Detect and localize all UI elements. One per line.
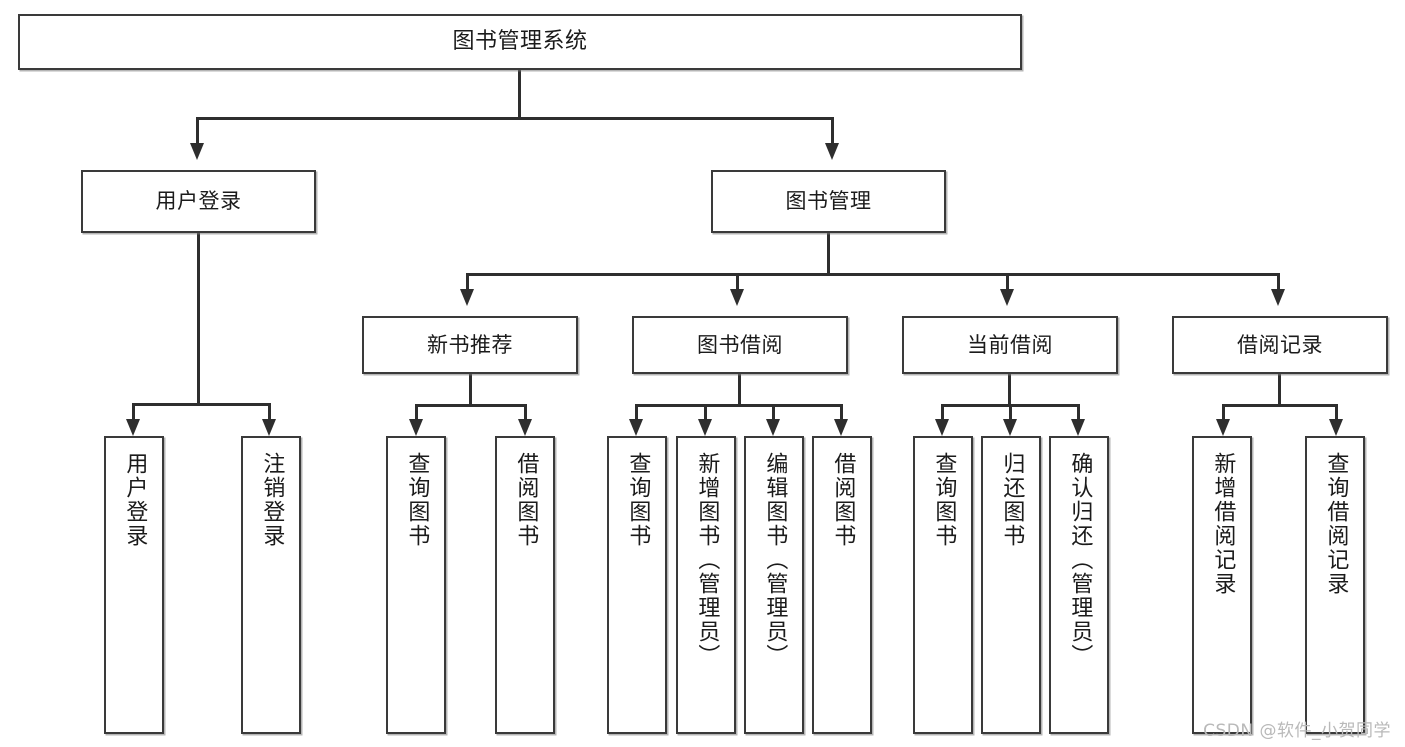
arrow-currentborrow-to-leaf2 xyxy=(1003,419,1017,436)
leaf-borrowrecord-add-record[interactable]: 新增借阅记录 xyxy=(1192,436,1252,734)
node-label: 借阅记录 xyxy=(1237,332,1323,357)
node-label: 用户登录 xyxy=(122,452,148,548)
csdn-watermark: CSDN @软件_小贺同学 xyxy=(1203,721,1391,741)
edge-root-stem xyxy=(518,70,521,118)
edge-currentborrow-stem xyxy=(1008,374,1011,406)
node-label: 图书借阅 xyxy=(697,332,783,357)
edge-bookborrow-to-leaf4 xyxy=(840,404,843,421)
edge-userlogin-to-leaf1 xyxy=(132,403,135,421)
arrow-root-to-userlogin xyxy=(190,143,204,160)
node-label: 图书管理系统 xyxy=(452,29,588,55)
arrow-bookborrow-to-leaf3 xyxy=(766,419,780,436)
arrow-recommend-to-leaf1 xyxy=(409,419,423,436)
leaf-user-login-logout[interactable]: 注销登录 xyxy=(241,436,301,734)
node-label: 图书管理 xyxy=(785,189,872,214)
leaf-bookborrow-edit-book-admin[interactable]: 编辑图书（管理员） xyxy=(744,436,804,734)
node-label: 新增借阅记录 xyxy=(1210,452,1236,596)
node-label: 编辑图书（管理员） xyxy=(762,452,788,668)
arrow-bookmgmt-to-l3-3 xyxy=(1000,289,1014,306)
edge-root-to-userlogin xyxy=(196,117,199,145)
node-label: 注销登录 xyxy=(259,452,285,548)
arrow-bookmgmt-to-l3-1 xyxy=(460,289,474,306)
node-label: 确认归还（管理员） xyxy=(1067,452,1093,668)
node-label: 当前借阅 xyxy=(967,332,1053,357)
edge-bookborrow-to-leaf2 xyxy=(704,404,707,421)
edge-borrowrecord-to-leaf2 xyxy=(1335,404,1338,421)
edge-root-to-bookmgmt xyxy=(831,117,834,145)
arrow-recommend-to-leaf2 xyxy=(518,419,532,436)
edge-bookmgmt-bar xyxy=(466,273,1280,276)
node-label: 查询图书 xyxy=(931,452,957,548)
arrow-root-to-bookmgmt xyxy=(825,143,839,160)
node-label: 借阅图书 xyxy=(513,452,539,548)
edge-borrowrecord-bar xyxy=(1222,404,1338,407)
edge-root-bar xyxy=(196,117,834,120)
leaf-bookborrow-add-book-admin[interactable]: 新增图书（管理员） xyxy=(676,436,736,734)
arrow-bookmgmt-to-l3-4 xyxy=(1271,289,1285,306)
node-label: 新书推荐 xyxy=(427,332,513,357)
leaf-user-login-login[interactable]: 用户登录 xyxy=(104,436,164,734)
edge-currentborrow-to-leaf2 xyxy=(1009,404,1012,421)
node-borrow-record[interactable]: 借阅记录 xyxy=(1172,316,1388,374)
edge-bookmgmt-to-l3-1 xyxy=(466,273,469,291)
node-new-book-recommend[interactable]: 新书推荐 xyxy=(362,316,578,374)
leaf-bookborrow-query-book[interactable]: 查询图书 xyxy=(607,436,667,734)
node-root-system[interactable]: 图书管理系统 xyxy=(18,14,1022,70)
edge-bookmgmt-to-l3-2 xyxy=(736,273,739,291)
arrow-borrowrecord-to-leaf2 xyxy=(1329,419,1343,436)
node-book-management[interactable]: 图书管理 xyxy=(711,170,946,233)
edge-borrowrecord-stem xyxy=(1278,374,1281,406)
arrow-currentborrow-to-leaf1 xyxy=(935,419,949,436)
edge-bookmgmt-to-l3-4 xyxy=(1277,273,1280,291)
node-book-borrow[interactable]: 图书借阅 xyxy=(632,316,848,374)
leaf-currentborrow-query-book[interactable]: 查询图书 xyxy=(913,436,973,734)
arrow-bookborrow-to-leaf4 xyxy=(834,419,848,436)
edge-recommend-stem xyxy=(469,374,472,406)
leaf-bookborrow-borrow-book[interactable]: 借阅图书 xyxy=(812,436,872,734)
edge-recommend-bar xyxy=(415,404,527,407)
leaf-borrowrecord-query-record[interactable]: 查询借阅记录 xyxy=(1305,436,1365,734)
arrow-bookborrow-to-leaf1 xyxy=(629,419,643,436)
edge-recommend-to-leaf2 xyxy=(524,404,527,421)
leaf-recommend-borrow-book[interactable]: 借阅图书 xyxy=(495,436,555,734)
edge-userlogin-to-leaf2 xyxy=(268,403,271,421)
arrow-currentborrow-to-leaf3 xyxy=(1071,419,1085,436)
leaf-currentborrow-confirm-return-admin[interactable]: 确认归还（管理员） xyxy=(1049,436,1109,734)
edge-userlogin-stem xyxy=(197,233,200,405)
node-current-borrow[interactable]: 当前借阅 xyxy=(902,316,1118,374)
edge-borrowrecord-to-leaf1 xyxy=(1222,404,1225,421)
node-label: 查询图书 xyxy=(404,452,430,548)
edge-userlogin-bar xyxy=(132,403,270,406)
leaf-currentborrow-return-book[interactable]: 归还图书 xyxy=(981,436,1041,734)
edge-currentborrow-to-leaf1 xyxy=(941,404,944,421)
node-label: 归还图书 xyxy=(999,452,1025,548)
node-label: 查询借阅记录 xyxy=(1323,452,1349,596)
edge-bookborrow-to-leaf1 xyxy=(635,404,638,421)
edge-recommend-to-leaf1 xyxy=(415,404,418,421)
node-user-login[interactable]: 用户登录 xyxy=(81,170,316,233)
edge-bookborrow-to-leaf3 xyxy=(772,404,775,421)
node-label: 新增图书（管理员） xyxy=(694,452,720,668)
edge-bookmgmt-to-l3-3 xyxy=(1006,273,1009,291)
node-label: 查询图书 xyxy=(625,452,651,548)
arrow-bookmgmt-to-l3-2 xyxy=(730,289,744,306)
node-label: 用户登录 xyxy=(155,189,242,214)
arrow-userlogin-to-leaf2 xyxy=(262,419,276,436)
node-label: 借阅图书 xyxy=(830,452,856,548)
edge-bookmgmt-stem xyxy=(827,233,830,275)
arrow-borrowrecord-to-leaf1 xyxy=(1216,419,1230,436)
arrow-bookborrow-to-leaf2 xyxy=(698,419,712,436)
leaf-recommend-query-book[interactable]: 查询图书 xyxy=(386,436,446,734)
edge-bookborrow-bar xyxy=(635,404,843,407)
arrow-userlogin-to-leaf1 xyxy=(126,419,140,436)
edge-currentborrow-to-leaf3 xyxy=(1077,404,1080,421)
edge-bookborrow-stem xyxy=(738,374,741,406)
